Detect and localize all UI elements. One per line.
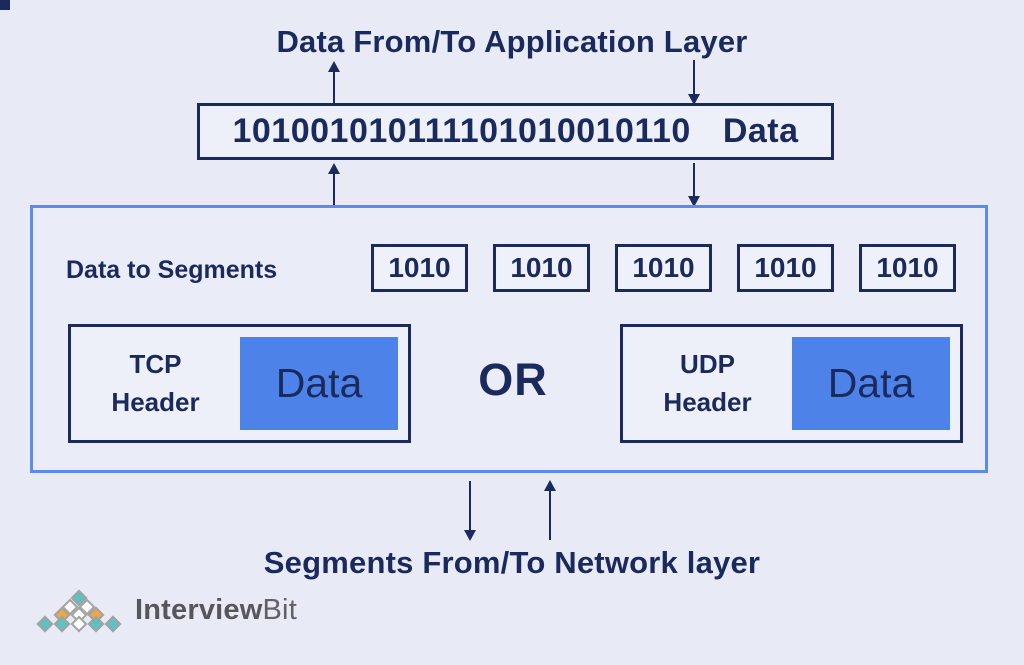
or-label: OR: [478, 354, 548, 405]
brand-name-bold: Interview: [135, 594, 263, 627]
teal-diamond-icon: [104, 615, 121, 632]
arrow-up-from-network-layer: [544, 480, 556, 540]
arrow-head-icon: [328, 163, 340, 174]
segment-row: 1010 1010 1010 1010 1010: [371, 244, 956, 292]
tcp-header-label: TCP Header: [111, 348, 200, 417]
segment-box: 1010: [371, 244, 468, 292]
udp-segment-box: UDP Header Data: [620, 324, 963, 443]
arrow-head-icon: [688, 94, 700, 105]
corner-accent: [0, 0, 10, 10]
arrow-head-icon: [688, 196, 700, 207]
application-layer-title: Data From/To Application Layer: [276, 24, 748, 59]
arrow-head-icon: [328, 61, 340, 72]
arrow-up-to-application-layer: [328, 61, 340, 104]
interviewbit-logo: InterviewBit: [33, 589, 297, 633]
arrow-down-to-network-layer: [464, 481, 476, 541]
arrow-head-icon: [544, 480, 556, 491]
udp-header-label: UDP Header: [663, 348, 752, 417]
binary-data-box: 101001010111101010010110 Data: [197, 103, 834, 160]
network-layer-title: Segments From/To Network layer: [263, 545, 761, 580]
brand-name-light: Bit: [262, 594, 297, 627]
arrow-down-from-application-layer: [688, 60, 700, 105]
interviewbit-logo-mark: [33, 589, 124, 633]
data-to-segments-label: Data to Segments: [66, 256, 278, 284]
udp-data-fill: Data: [792, 337, 950, 430]
teal-diamond-icon: [36, 615, 53, 632]
segment-box: 1010: [493, 244, 590, 292]
arrow-up-to-data-box: [328, 163, 340, 206]
binary-data-label: Data: [722, 112, 799, 150]
arrow-head-icon: [464, 530, 476, 541]
tcp-segment-box: TCP Header Data: [68, 324, 411, 443]
binary-bits: 101001010111101010010110: [232, 112, 691, 150]
segment-box: 1010: [859, 244, 956, 292]
transport-layer-container: Data to Segments 1010 1010 1010 1010 101…: [30, 205, 988, 473]
segment-box: 1010: [615, 244, 712, 292]
tcp-data-fill: Data: [240, 337, 398, 430]
segment-box: 1010: [737, 244, 834, 292]
interviewbit-logo-text: InterviewBit: [135, 594, 297, 627]
arrow-down-to-transport-box: [688, 163, 700, 207]
